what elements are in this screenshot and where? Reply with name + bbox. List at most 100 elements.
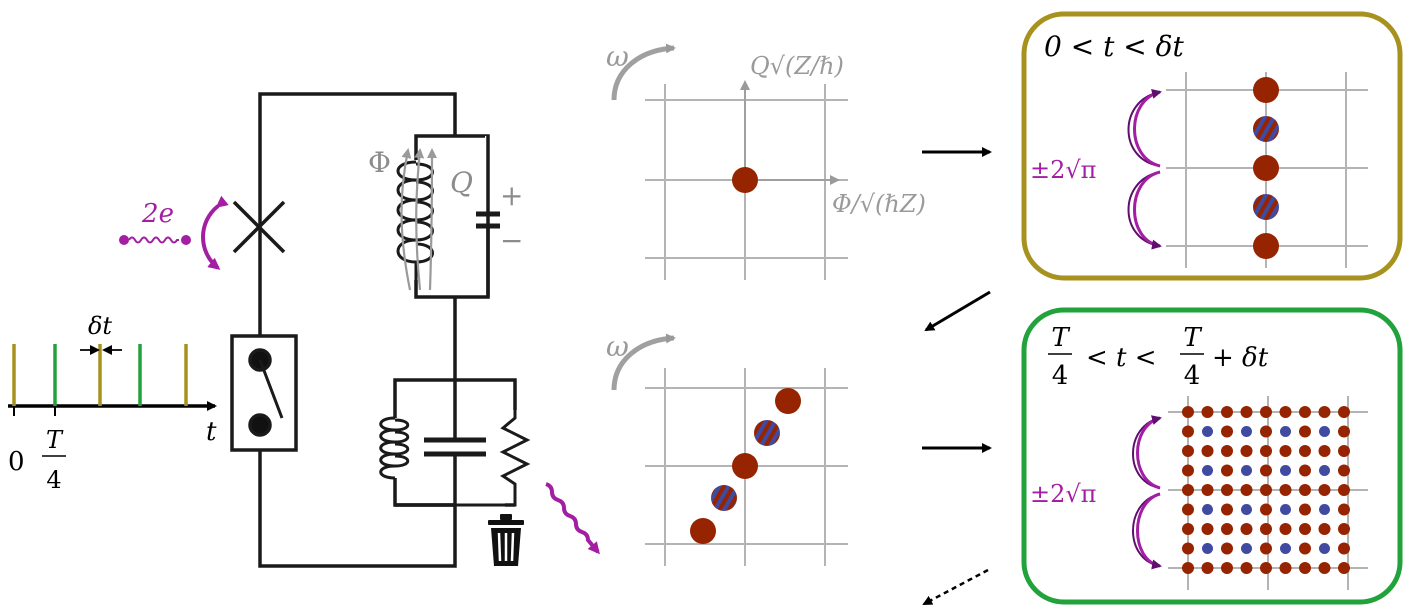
- jump-arrow-down: [1133, 170, 1162, 250]
- blue-lattice-dot: [1319, 543, 1330, 554]
- red-lattice-dot: [1318, 484, 1331, 496]
- red-lattice-dot: [1338, 523, 1350, 535]
- red-lattice-dot: [1182, 406, 1194, 418]
- red-lattice-dot: [1338, 503, 1350, 516]
- red-state-dot: [775, 388, 801, 414]
- photon-emission-arrow: [545, 482, 600, 555]
- flux-label: Φ: [368, 146, 391, 179]
- red-lattice-dot: [1338, 425, 1350, 438]
- red-lattice-dot: [1201, 445, 1214, 457]
- red-lattice-dot: [1318, 523, 1331, 535]
- red-lattice-dot: [1338, 406, 1350, 418]
- rotation-arrow: [611, 333, 676, 391]
- panel-first-pulse: 0 < t < δt ±2√π: [1021, 11, 1403, 281]
- blue-lattice-dot: [1319, 465, 1330, 476]
- quarter-den: 4: [46, 466, 61, 494]
- plus-label: +: [500, 179, 523, 212]
- red-lattice-dot: [1299, 464, 1311, 477]
- switch-contact-bottom: [248, 413, 272, 437]
- charge-dot: [119, 235, 129, 245]
- jump-arrow-up: [1136, 415, 1162, 490]
- blue-lattice-dot: [1319, 504, 1330, 515]
- trash-icon: [488, 514, 524, 566]
- red-lattice-dot: [1279, 445, 1292, 457]
- blue-lattice-dot: [1202, 465, 1213, 476]
- panel-second-pulse: T 4 < t < T 4 + δt ±2√π: [1021, 307, 1403, 605]
- dt-label: δt: [88, 312, 112, 340]
- panel2-jump-label: ±2√π: [1030, 480, 1096, 508]
- phi-axis-label: Φ/√(ℏZ): [832, 190, 926, 218]
- blue-lattice-dot: [1280, 504, 1291, 515]
- red-lattice-dot: [1221, 425, 1233, 438]
- zero-label: 0: [8, 447, 25, 477]
- red-lattice-dot: [1260, 503, 1272, 516]
- panel2-left-den: 4: [1052, 361, 1069, 391]
- red-lattice-dot: [1338, 445, 1350, 457]
- bath-inductor: [379, 416, 410, 480]
- panel2-left-num: T: [1051, 323, 1070, 353]
- charge-label: Q: [450, 166, 473, 199]
- minus-label: −: [500, 224, 523, 257]
- red-lattice-dot: [1299, 445, 1311, 457]
- blue-lattice-dot: [1202, 504, 1213, 515]
- red-lattice-dot: [1182, 484, 1194, 496]
- quarter-num: T: [46, 426, 64, 454]
- red-lattice-dot: [1260, 464, 1272, 477]
- phase-space-bottom: ω: [606, 330, 848, 566]
- red-lattice-dot: [1279, 523, 1292, 535]
- red-lattice-dot: [1201, 406, 1214, 418]
- red-lattice-dot: [1221, 464, 1233, 477]
- red-lattice-dot: [1221, 503, 1233, 516]
- red-lattice-dot: [1182, 562, 1194, 574]
- red-lattice-dot: [1240, 445, 1253, 457]
- vacuum-state-dot: [732, 167, 758, 193]
- red-lattice-dot: [1299, 523, 1311, 535]
- red-lattice-dot: [1221, 445, 1233, 457]
- panel2-tail: + δt: [1212, 343, 1269, 373]
- red-lattice-dot: [1221, 562, 1233, 574]
- red-lattice-dot: [1182, 542, 1194, 555]
- red-lattice-dot: [1260, 542, 1272, 555]
- jump-arrow-down: [1136, 492, 1162, 570]
- circuit: [230, 92, 531, 568]
- bath-resistor: [455, 410, 531, 507]
- blue-lattice-dot: [1241, 504, 1252, 515]
- panel2-right-num: T: [1183, 323, 1202, 353]
- q-axis-label: Q√(Z/ℏ): [750, 52, 844, 80]
- red-lattice-dot: [1240, 484, 1253, 496]
- state-lattice: [1182, 406, 1350, 574]
- red-lattice-dot: [1221, 484, 1233, 496]
- red-lattice-dot: [1318, 406, 1331, 418]
- charge-dot: [181, 235, 191, 245]
- blue-lattice-dot: [1241, 543, 1252, 554]
- panel1-condition: 0 < t < δt: [1044, 30, 1184, 63]
- red-lattice-dot: [1221, 542, 1233, 555]
- jump-arrow-up: [1133, 88, 1162, 168]
- pair-squiggle: [128, 236, 179, 244]
- red-lattice-dot: [1299, 503, 1311, 516]
- red-lattice-dot: [1338, 562, 1350, 574]
- phase-space-top: ω Q√(Z/ℏ) Φ/√(ℏZ): [606, 40, 926, 280]
- red-lattice-dot: [1338, 484, 1350, 496]
- wire-bottom: [258, 450, 457, 568]
- wire-top: [258, 92, 457, 336]
- red-lattice-dot: [1260, 425, 1272, 438]
- blue-lattice-dot: [1280, 543, 1291, 554]
- red-lattice-dot: [1318, 445, 1331, 457]
- red-lattice-dot: [1260, 562, 1272, 574]
- red-lattice-dot: [1240, 523, 1253, 535]
- omega-label: ω: [606, 40, 629, 73]
- flux-lines: [400, 148, 437, 291]
- red-lattice-dot: [1338, 542, 1350, 555]
- omega-label-bottom: ω: [606, 330, 629, 363]
- flow-arrow-back: [924, 290, 991, 332]
- pulse-timeline: δt 0 T 4 t: [8, 312, 217, 494]
- red-lattice-dot: [1299, 542, 1311, 555]
- red-lattice-dot: [1201, 484, 1214, 496]
- cooper-pair-label: 2e: [141, 199, 174, 229]
- panel2-mid: < t <: [1086, 343, 1157, 373]
- red-lattice-dot: [1260, 484, 1272, 496]
- red-lattice-dot: [1201, 562, 1214, 574]
- switch-lever: [258, 359, 284, 419]
- tunnel-arrow: [201, 195, 229, 270]
